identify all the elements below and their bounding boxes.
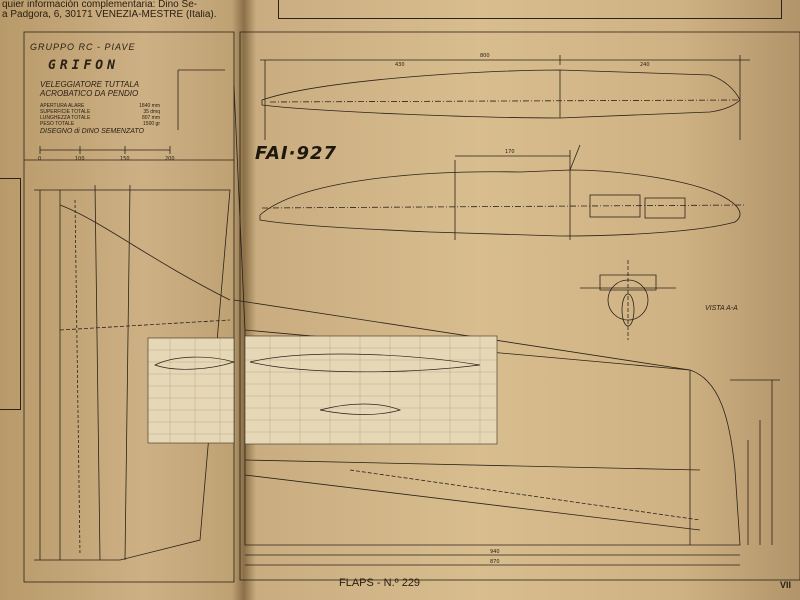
registration-mark: FAI·927 <box>255 143 338 164</box>
designer-credit: DISEGNO di DINO SEMENZATO <box>40 128 144 135</box>
left-plan-frame <box>23 31 235 583</box>
section-view-label: VISTA A-A <box>705 305 738 312</box>
right-plan-frame <box>239 31 800 581</box>
magazine-footer: FLAPS - N.º 229 <box>339 577 421 589</box>
wing-planform-left <box>59 189 231 561</box>
left-text-box <box>0 178 21 410</box>
scale-label-0: 0 <box>38 156 41 162</box>
wing-planform-right <box>244 329 741 546</box>
servo-box <box>589 194 641 218</box>
scale-label-200: 200 <box>165 156 175 162</box>
airfoil-grid-insets <box>147 335 498 445</box>
top-text-box <box>278 0 782 19</box>
fuselage-top-view <box>261 69 741 119</box>
scale-label-150: 150 <box>120 156 130 162</box>
dimension-label: 430 <box>395 62 405 68</box>
subtitle-line-1: VELEGGIATORE TUTTALA <box>40 80 140 89</box>
subtitle-line-2: ACROBATICO DA PENDIO <box>40 89 139 98</box>
header-line-1: quier información complementaria: Dino S… <box>2 0 198 10</box>
dimension-label: 170 <box>505 149 515 155</box>
model-name: GRIFON <box>48 58 119 73</box>
dimension-label: 940 <box>490 549 500 555</box>
dimension-label: 240 <box>640 62 650 68</box>
model-subtitle: VELEGGIATORE TUTTALA ACROBATICO DA PENDI… <box>40 80 139 98</box>
header-text: quier información complementaria: Dino S… <box>2 0 238 20</box>
left-page: quier información complementaria: Dino S… <box>0 0 240 600</box>
page-number: VII <box>780 580 792 590</box>
fuselage-side-view <box>259 169 741 237</box>
header-line-2: a Padgora, 6, 30171 VENEZIA-MESTRE (Ital… <box>2 10 217 20</box>
dimension-label: 800 <box>480 53 490 59</box>
scale-label-100: 100 <box>75 156 85 162</box>
dimension-label: 870 <box>490 559 500 565</box>
group-name: GRUPPO RC - PIAVE <box>30 42 136 52</box>
